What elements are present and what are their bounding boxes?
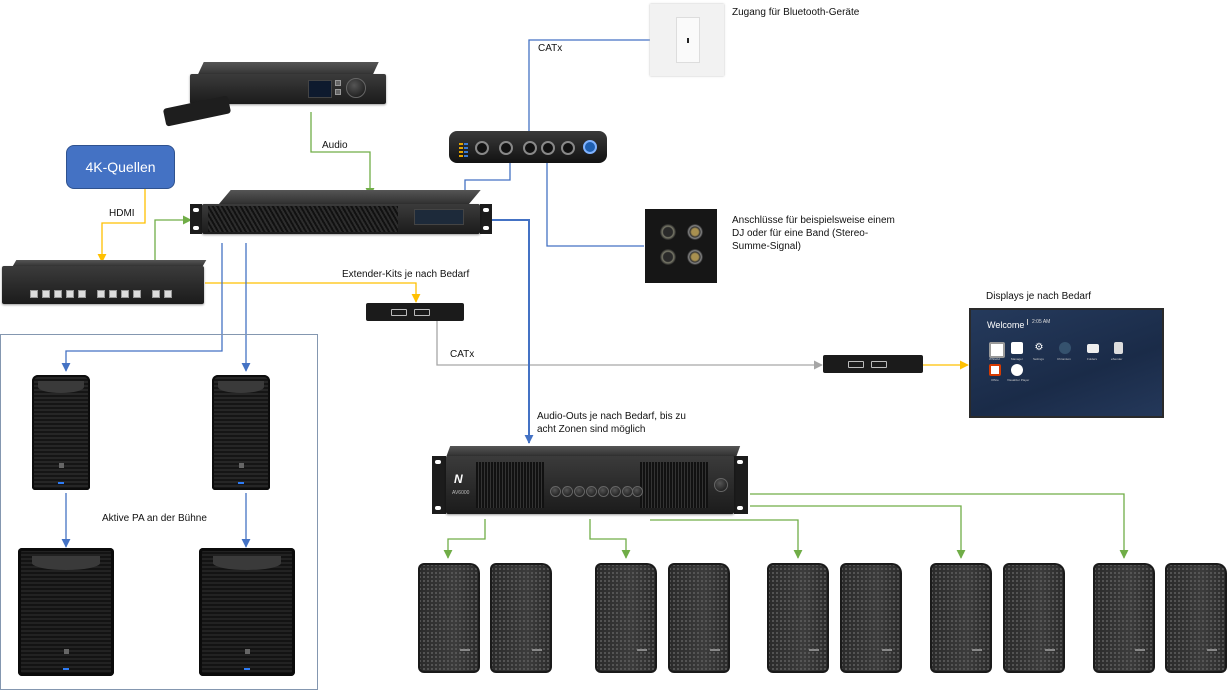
pa-subwoofer-right	[199, 548, 295, 676]
bluetooth-label: Zugang für Bluetooth-Geräte	[732, 7, 860, 18]
stage-label: Aktive PA an der Bühne	[102, 513, 207, 524]
4k-sources-box[interactable]: 4K-Quellen	[66, 145, 175, 189]
app-folders-icon	[1087, 344, 1099, 353]
extender-label: Extender-Kits je nach Bedarf	[342, 269, 470, 280]
zone-speaker	[1003, 563, 1065, 673]
edge-label-catx-top: CATx	[538, 43, 563, 54]
pa-top-speaker-left	[32, 375, 90, 490]
bluetooth-wall-plate	[650, 4, 724, 76]
power-button-icon	[714, 478, 728, 492]
zone-speaker	[668, 563, 730, 673]
wire-audio-matrix	[154, 215, 192, 264]
wire-catx-bluetooth	[524, 39, 650, 143]
display-time: 2:05 AM	[1027, 319, 1050, 325]
app-chromium-icon	[1059, 342, 1071, 354]
network-audio-interface	[449, 131, 607, 163]
xlr-wall-plate	[645, 209, 717, 283]
zone-speaker	[595, 563, 657, 673]
display-welcome-text: Welcome	[987, 320, 1025, 330]
app-settings-icon: ⚙	[1034, 342, 1044, 353]
zone-speaker	[1165, 563, 1227, 673]
app-manager-icon	[1011, 342, 1023, 354]
zone-speaker	[418, 563, 480, 673]
edge-label-catx-extender: CATx	[450, 349, 475, 360]
amplifier-brand: AV6000	[452, 490, 470, 496]
display-screen: Welcome 2:05 AM Whitebd Manager ⚙ Settin…	[969, 308, 1164, 418]
amplifier-logo-icon: N	[454, 472, 463, 486]
amplifier-label: Audio-Outs je nach Bedarf, bis zu acht Z…	[537, 411, 686, 435]
wire-hdmi-extender	[205, 282, 421, 303]
wire-zone-5	[750, 493, 1129, 559]
wire-dsp-amp	[492, 219, 534, 444]
stage-area-frame	[0, 334, 318, 690]
wire-xlr-dante	[542, 149, 644, 247]
zone-speaker	[840, 563, 902, 673]
xlr-label: Anschlüsse für beispielsweise einem DJ o…	[732, 215, 895, 252]
wire-zone-1	[443, 519, 486, 559]
audio-dsp-processor	[190, 190, 494, 242]
multi-zone-amplifier: N AV6000	[432, 446, 750, 518]
pa-top-speaker-right	[212, 375, 270, 490]
app-visualizer-icon	[1011, 364, 1023, 376]
wire-hdmi-source	[97, 189, 146, 263]
displays-label: Displays je nach Bedarf	[986, 291, 1092, 302]
zone-speaker	[930, 563, 992, 673]
zone-speaker	[490, 563, 552, 673]
edge-label-hdmi: HDMI	[109, 208, 135, 219]
wire-zone-4	[750, 505, 966, 559]
app-whiteboard-icon	[989, 342, 1005, 358]
wire-catx-extender	[436, 321, 823, 370]
hdmi-extender-receiver	[823, 355, 923, 373]
app-esender-icon	[1114, 342, 1123, 354]
hdmi-matrix-switcher	[0, 260, 207, 306]
zone-speaker	[1093, 563, 1155, 673]
pa-subwoofer-left	[18, 548, 114, 676]
wire-zone-3	[650, 519, 803, 559]
wire-audio-receiver	[310, 112, 375, 197]
hdmi-extender-transmitter	[366, 303, 464, 321]
app-office-icon	[989, 364, 1001, 376]
zone-speaker	[767, 563, 829, 673]
edge-label-audio: Audio	[322, 140, 348, 151]
bluetooth-port-icon	[687, 38, 689, 43]
wire-zone-2	[589, 519, 631, 559]
